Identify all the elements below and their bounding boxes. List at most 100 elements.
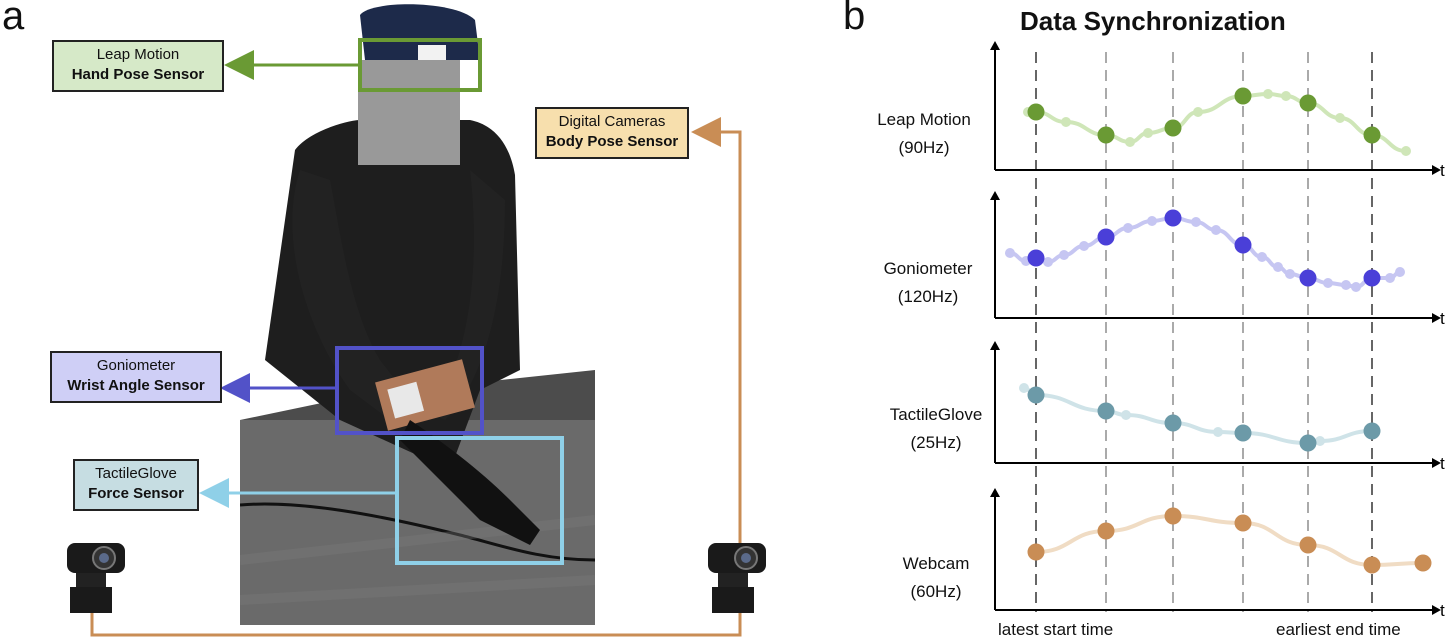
sample-point: [1097, 402, 1115, 420]
label-gonio-line1: Goniometer: [96, 357, 176, 374]
webcam-right-icon: [708, 543, 766, 613]
axis-t-label: t: [1440, 161, 1445, 180]
sample-point: [1299, 536, 1317, 554]
sample-point: [1027, 103, 1045, 121]
y-axis-arrow: [990, 488, 1000, 497]
label-tactileglove: TactileGlove Force Sensor: [73, 459, 199, 511]
sample-point-small: [1143, 128, 1153, 138]
label-cam-line1: Digital Cameras: [558, 113, 666, 130]
label-leap-line1: Leap Motion: [96, 46, 180, 63]
axis-t-label: t: [1440, 309, 1445, 328]
sample-point-small: [1263, 89, 1273, 99]
sample-point-small: [1059, 250, 1069, 260]
face-blur: [358, 60, 460, 165]
sample-point-small: [1043, 257, 1053, 267]
sample-point: [1097, 522, 1115, 540]
sample-point: [1164, 209, 1182, 227]
sample-point-small: [1385, 273, 1395, 283]
axis-t-label: t: [1440, 601, 1445, 620]
sensor-tactile-rate: (25Hz): [910, 433, 962, 452]
glove: [400, 420, 540, 545]
sample-point: [1097, 126, 1115, 144]
panel-b-letter: b: [843, 0, 866, 38]
sample-point-small: [1401, 146, 1411, 156]
sample-point-small: [1341, 280, 1351, 290]
label-goniometer: Goniometer Wrist Angle Sensor: [50, 351, 222, 403]
sample-point: [1363, 422, 1381, 440]
earliest-end-label: earliest end time: [1276, 620, 1401, 639]
panel-b-title: Data Synchronization: [1020, 6, 1286, 36]
sample-point-small: [1191, 217, 1201, 227]
tactile-highlight-box: [395, 436, 564, 565]
sample-point-small: [1019, 383, 1029, 393]
signal-curve: [1022, 386, 1374, 446]
sensor-leap-name: Leap Motion: [877, 110, 971, 129]
sample-point-small: [1061, 117, 1071, 127]
sample-point: [1097, 228, 1115, 246]
sensor-webcam-name: Webcam: [902, 554, 970, 573]
signal-curve: [1008, 215, 1402, 290]
label-tactile-line1: TactileGlove: [95, 465, 177, 482]
signal-curve: [1034, 513, 1425, 568]
label-cam-line2: Body Pose Sensor: [545, 133, 679, 150]
axis-t-label: t: [1440, 454, 1445, 473]
sample-point-small: [1257, 252, 1267, 262]
webcam-left-icon: [67, 543, 125, 613]
sensor-gonio-rate: (120Hz): [897, 287, 959, 306]
label-digital-cameras: Digital Cameras Body Pose Sensor: [535, 107, 689, 159]
sensor-name-goniometer: Goniometer (120Hz): [848, 255, 1008, 311]
participant-illustration: [240, 4, 595, 625]
sample-point-small: [1123, 223, 1133, 233]
sample-point: [1234, 424, 1252, 442]
x-axis-arrow: [1432, 458, 1441, 468]
cap: [360, 4, 480, 60]
sample-point: [1414, 554, 1432, 572]
sensor-name-tactile: TactileGlove (25Hz): [856, 401, 1016, 457]
sensor-gonio-name: Goniometer: [883, 259, 973, 278]
sample-point-small: [1273, 262, 1283, 272]
signal-curve: [1026, 91, 1408, 153]
x-axis-arrow: [1432, 165, 1441, 175]
sample-point-small: [1147, 216, 1157, 226]
sample-point: [1027, 249, 1045, 267]
camera-connector: [90, 117, 742, 637]
label-leap-motion: Leap Motion Hand Pose Sensor: [52, 40, 224, 92]
sample-point: [1164, 119, 1182, 137]
label-leap-line2: Hand Pose Sensor: [71, 66, 205, 83]
sample-point: [1363, 269, 1381, 287]
sample-point-small: [1193, 107, 1203, 117]
sample-point-small: [1213, 427, 1223, 437]
sample-point: [1164, 507, 1182, 525]
sample-point-small: [1005, 248, 1015, 258]
sample-point-small: [1211, 225, 1221, 235]
sensor-leap-rate: (90Hz): [898, 138, 950, 157]
sample-point: [1027, 543, 1045, 561]
sample-point: [1299, 269, 1317, 287]
sensor-webcam-rate: (60Hz): [910, 582, 962, 601]
sample-point: [1363, 556, 1381, 574]
sample-point-small: [1281, 91, 1291, 101]
sample-point: [1363, 126, 1381, 144]
sensor-tactile-name: TactileGlove: [889, 405, 983, 424]
sample-point: [1299, 94, 1317, 112]
sample-point-small: [1323, 278, 1333, 288]
sample-point-small: [1125, 137, 1135, 147]
x-axis-arrow: [1432, 605, 1441, 615]
sample-point-small: [1335, 113, 1345, 123]
sample-point-small: [1395, 267, 1405, 277]
label-tactile-line2: Force Sensor: [88, 485, 184, 502]
participant-photo: [240, 0, 595, 625]
sample-point-small: [1079, 241, 1089, 251]
sample-point: [1234, 236, 1252, 254]
y-axis-arrow: [990, 341, 1000, 350]
sample-point-small: [1351, 282, 1361, 292]
sample-point: [1299, 434, 1317, 452]
sample-point-small: [1121, 410, 1131, 420]
y-axis-arrow: [990, 191, 1000, 200]
y-axis-arrow: [990, 41, 1000, 50]
sample-point: [1234, 514, 1252, 532]
sample-point-small: [1285, 269, 1295, 279]
label-gonio-line2: Wrist Angle Sensor: [67, 377, 205, 394]
